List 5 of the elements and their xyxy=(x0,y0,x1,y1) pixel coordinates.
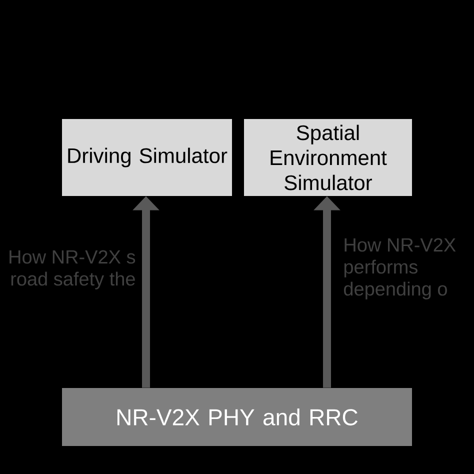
process-box: NR-V2X PHY and RRC xyxy=(62,388,412,446)
process-box: Driving Simulator xyxy=(62,119,232,196)
edge-label: How NR-V2X performs depending o xyxy=(344,238,456,300)
edge-label: How NR-V2X s road safety the xyxy=(10,250,136,290)
process-box: Spatial Environment Simulator xyxy=(244,119,412,196)
